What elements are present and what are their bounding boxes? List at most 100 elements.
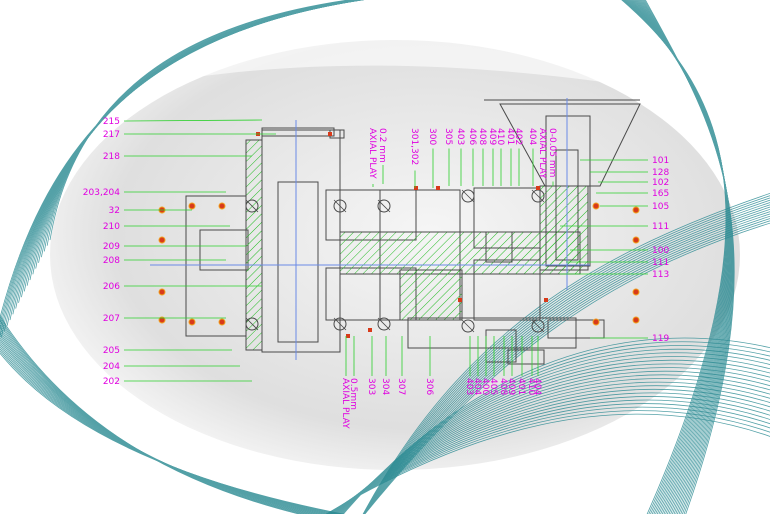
part-label-vertical: 406 bbox=[467, 128, 477, 145]
bolt-hole bbox=[632, 316, 640, 324]
wave-line bbox=[330, 385, 770, 514]
wave-line bbox=[364, 222, 770, 514]
drain-plug bbox=[485, 329, 517, 363]
wave-line bbox=[327, 403, 770, 514]
part-label-vertical: 408 bbox=[498, 378, 508, 395]
wave-line bbox=[0, 352, 346, 514]
bolt-hole bbox=[592, 202, 600, 210]
bearing-symbol bbox=[461, 319, 475, 333]
wave-line bbox=[363, 202, 770, 514]
part-label: 165 bbox=[652, 189, 669, 199]
part-label-vertical: 303 bbox=[366, 378, 376, 395]
wave-line bbox=[363, 206, 770, 514]
part-label-vertical: 409 bbox=[487, 128, 497, 145]
bolt-hole bbox=[188, 318, 196, 326]
light-sweep bbox=[0, 0, 770, 120]
wave-line bbox=[49, 0, 351, 241]
part-label-vertical: 400 bbox=[480, 378, 490, 395]
bearing-symbol bbox=[245, 199, 259, 213]
wave-line bbox=[363, 209, 770, 514]
wave-line bbox=[363, 197, 770, 514]
wave-line bbox=[363, 199, 770, 514]
wave-line bbox=[35, 0, 361, 269]
wave-line bbox=[29, 0, 363, 281]
part-label-vertical: 404 bbox=[527, 128, 537, 145]
part-label-vertical: 403 bbox=[464, 378, 474, 395]
wave-line bbox=[326, 410, 770, 514]
part-label-vertical: 300 bbox=[427, 128, 437, 145]
part-label-vertical: 402 bbox=[513, 128, 523, 145]
bearing-symbol bbox=[245, 317, 259, 331]
wave-line bbox=[327, 399, 770, 514]
bearing-symbol bbox=[531, 319, 545, 333]
part-label-vertical: 0.2 mm bbox=[377, 128, 387, 163]
wave-line bbox=[342, 337, 770, 514]
bolt-hole bbox=[158, 288, 166, 296]
part-label: 207 bbox=[103, 314, 120, 324]
wave-line bbox=[644, 0, 735, 514]
bearing-cross bbox=[333, 199, 347, 213]
wave-line bbox=[333, 374, 770, 514]
bearing-cross bbox=[245, 199, 259, 213]
wave-bundle-left bbox=[0, 315, 346, 514]
bearing-cross bbox=[461, 319, 475, 333]
wave-line bbox=[364, 215, 770, 514]
left-bore bbox=[199, 229, 249, 271]
bearing-cross bbox=[531, 189, 545, 203]
wave-line bbox=[362, 195, 770, 514]
part-label-vertical: 405 bbox=[488, 378, 498, 395]
gear-lower bbox=[399, 269, 463, 321]
wave-line bbox=[328, 396, 770, 514]
part-label-vertical: 410 bbox=[526, 378, 536, 395]
bearing-symbol bbox=[461, 189, 475, 203]
part-label-vertical: 401 bbox=[505, 128, 515, 145]
seal-mark bbox=[436, 186, 440, 190]
part-label: 203,204 bbox=[83, 188, 120, 198]
seal-mark bbox=[368, 328, 372, 332]
bolt-hole bbox=[632, 206, 640, 214]
part-label-vertical: AXIAL PLAY bbox=[367, 128, 377, 179]
lower-bracket bbox=[507, 349, 545, 365]
part-label: 32 bbox=[109, 206, 120, 216]
bolt-hole bbox=[632, 288, 640, 296]
part-label: 215 bbox=[103, 117, 120, 127]
part-label-vertical: 410 bbox=[495, 128, 505, 145]
wave-line bbox=[326, 406, 770, 514]
bolt-hole bbox=[632, 236, 640, 244]
wave-line bbox=[364, 220, 770, 514]
wave-line bbox=[46, 0, 353, 246]
part-label: 209 bbox=[103, 242, 120, 252]
seal-mark bbox=[414, 186, 418, 190]
input-housing bbox=[261, 129, 341, 353]
output-hub bbox=[539, 185, 589, 271]
wave-line bbox=[364, 218, 770, 514]
wave-line bbox=[38, 0, 360, 263]
leader-line bbox=[123, 119, 263, 122]
part-label: 102 bbox=[652, 178, 669, 188]
wave-line bbox=[363, 204, 770, 514]
part-label: 113 bbox=[652, 270, 669, 280]
part-label: 105 bbox=[652, 202, 669, 212]
wave-line bbox=[329, 392, 770, 514]
output-funnel bbox=[499, 103, 641, 187]
pinion bbox=[485, 231, 513, 263]
part-label: 100 bbox=[652, 246, 669, 256]
part-label-vertical: 306 bbox=[424, 378, 434, 395]
top-plug bbox=[329, 129, 345, 139]
wave-bundle-bottom bbox=[325, 337, 770, 514]
part-label: 210 bbox=[103, 222, 120, 232]
seal-mark bbox=[328, 132, 332, 136]
output-shaft bbox=[545, 115, 591, 267]
lower-housing bbox=[407, 317, 577, 349]
left-flange bbox=[185, 195, 247, 337]
seal-mark bbox=[536, 186, 540, 190]
wave-line bbox=[43, 0, 356, 252]
wave-line bbox=[41, 0, 358, 258]
wave-line bbox=[331, 381, 770, 514]
bolt-hole bbox=[218, 202, 226, 210]
part-label-vertical: 404 bbox=[532, 378, 542, 395]
bearing-symbol bbox=[333, 317, 347, 331]
bearing-cross bbox=[377, 317, 391, 331]
